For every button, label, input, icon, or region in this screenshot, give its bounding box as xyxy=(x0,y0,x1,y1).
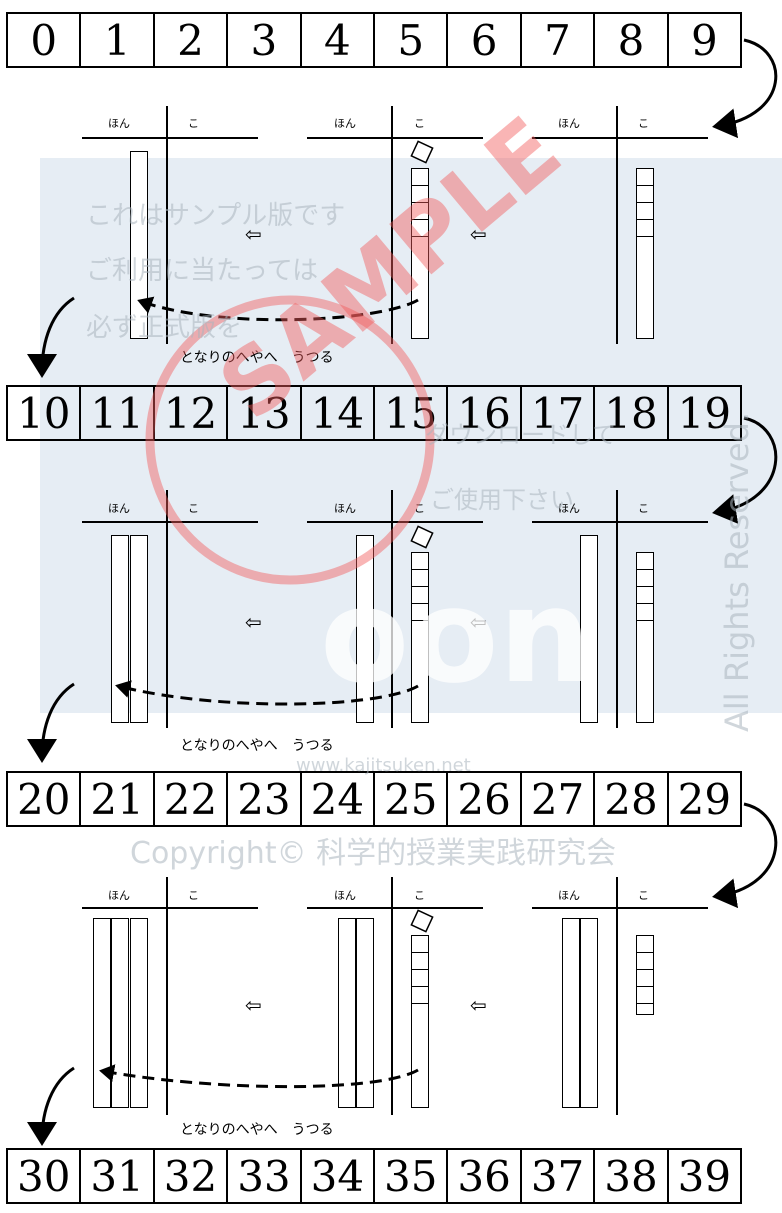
watermark-line: 必ず正式版を xyxy=(86,307,242,344)
watermark-url: www.kajitsuken.net xyxy=(296,755,471,776)
tilted-unit-cube xyxy=(411,526,432,547)
tilted-unit-cube xyxy=(411,910,432,931)
watermark-logo: oon xyxy=(320,560,591,712)
curved-arrow xyxy=(42,298,74,372)
watermark-line: これはサンプル版です xyxy=(86,195,345,232)
watermark-line: ご利用に当たっては xyxy=(86,250,318,287)
watermark-line: ダウンロードして xyxy=(425,415,616,450)
tilted-unit-cube xyxy=(411,141,432,162)
curved-arrow xyxy=(718,804,776,896)
dashed-carry-arrow xyxy=(102,1070,418,1087)
watermark-line: ご使用下さい xyxy=(430,480,574,515)
curved-arrow xyxy=(718,40,776,126)
curved-arrow xyxy=(42,1068,74,1140)
watermark-rights: All Rights Reserved. xyxy=(718,412,756,732)
curved-arrow xyxy=(42,684,74,757)
watermark-copyright: Copyright© 科学的授業実践研究会 xyxy=(130,828,616,872)
